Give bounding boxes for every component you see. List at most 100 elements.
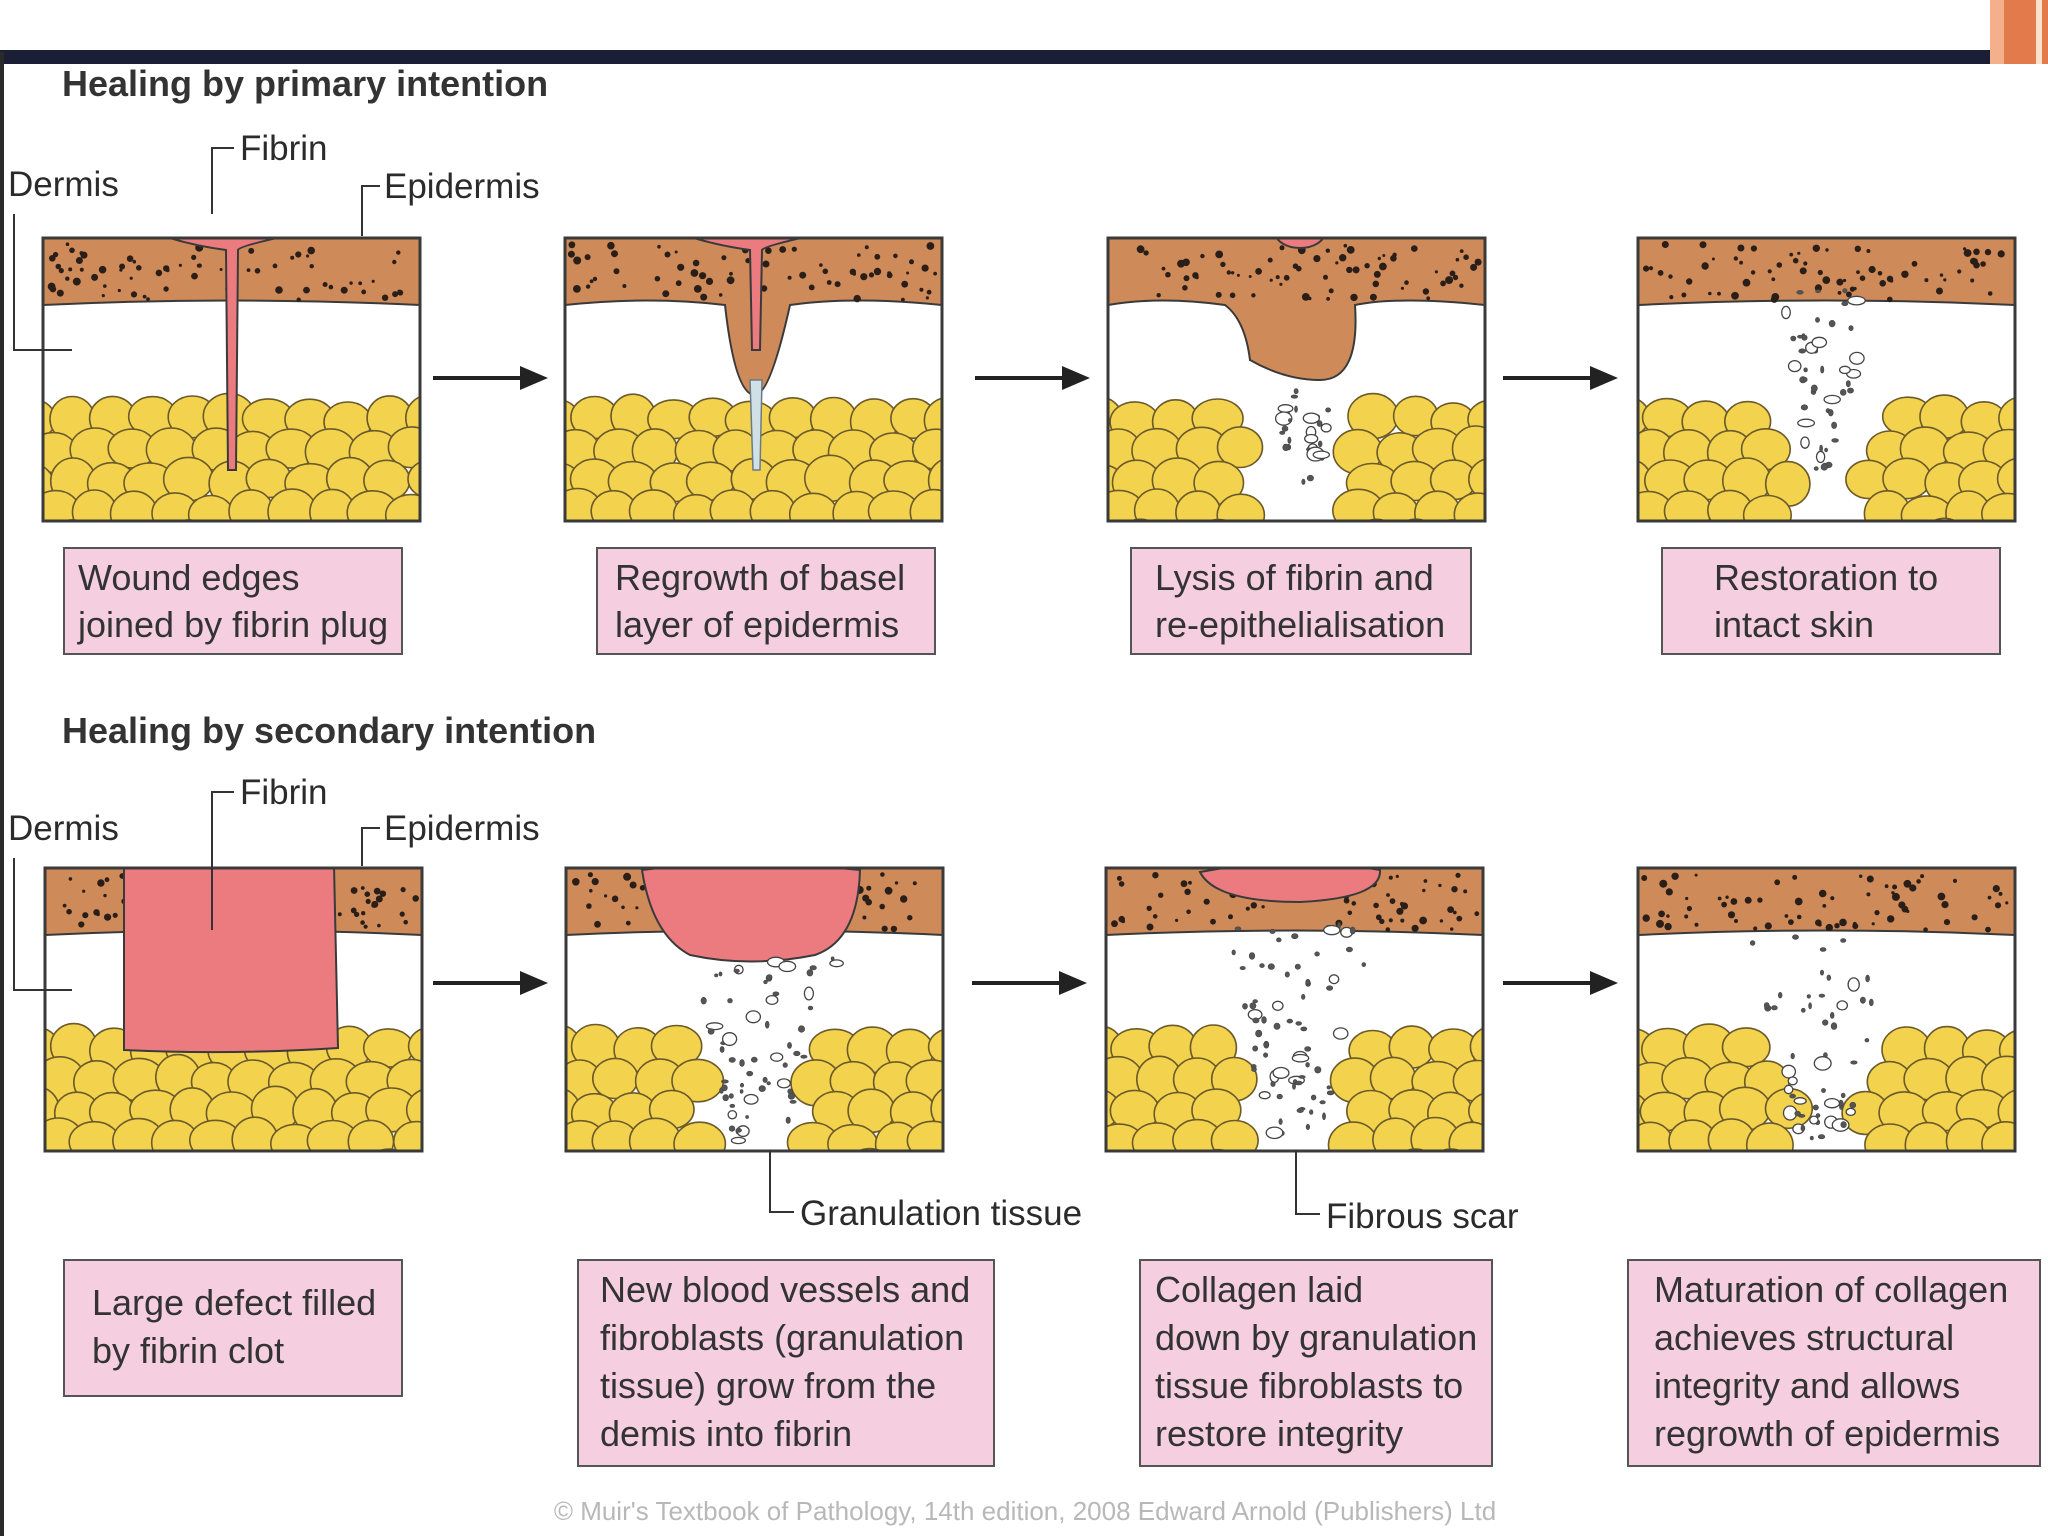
epidermis-granule: [1886, 275, 1894, 282]
cell-speck: [1797, 334, 1803, 339]
epidermis-granule: [1971, 914, 1978, 921]
fat-cell: [2020, 1055, 2048, 1101]
epidermis-granule: [1451, 886, 1458, 893]
epidermis-granule: [926, 242, 935, 250]
epidermis-granule: [1346, 266, 1353, 274]
epidermis-granule: [604, 894, 608, 898]
cell-speck: [1234, 926, 1242, 931]
fat-cell: [9, 524, 58, 569]
epidermis-granule: [822, 268, 829, 275]
epidermis-granule: [921, 264, 929, 272]
epidermis-granule: [119, 263, 126, 270]
cell-speck: [1815, 289, 1821, 294]
epidermis-granule: [1730, 898, 1738, 905]
svg-text:Large defect filled: Large defect filled: [92, 1282, 376, 1323]
fat-cell: [1106, 1150, 1108, 1151]
cell-speck: [1267, 963, 1275, 970]
cell-speck: [1304, 433, 1319, 444]
cell-speck: [772, 991, 780, 997]
cell-speck: [1291, 1053, 1310, 1063]
left-border-line: [0, 52, 4, 1536]
epidermis-granule: [55, 263, 62, 270]
fibrin-strand: [749, 379, 763, 471]
epidermis-granule: [1721, 901, 1727, 908]
cell-speck: [1850, 1060, 1858, 1065]
epidermis-granule: [1250, 902, 1258, 909]
cell-speck: [721, 1079, 729, 1084]
fat-cell: [2018, 1123, 2048, 1167]
cell-speck: [1841, 301, 1849, 307]
epidermis-granule: [1301, 293, 1310, 301]
epidermis-granule: [1750, 270, 1756, 275]
epidermis-granule: [894, 881, 899, 885]
cell-speck: [793, 1050, 801, 1057]
fat-cell: [384, 493, 420, 521]
epidermis-granule: [103, 893, 107, 898]
epidermis-granule: [1891, 891, 1895, 895]
panel-secondary-3: [1106, 868, 1483, 1151]
fat-cell: [2024, 488, 2048, 533]
epidermis-layer: [1108, 238, 1485, 382]
cell-speck: [1783, 1084, 1794, 1095]
arrow-right-icon: [1503, 366, 1618, 390]
caption-secondary-3: Collagen laid down by granulation tissue…: [1139, 1259, 1493, 1467]
epidermis-granule: [1641, 875, 1648, 881]
cell-speck: [1252, 1017, 1260, 1024]
top-dark-strip: [0, 50, 2000, 64]
fat-cell: [667, 1149, 682, 1151]
epidermis-granule: [1681, 292, 1687, 298]
cell-speck: [1803, 367, 1808, 373]
cell-speck: [707, 1028, 715, 1035]
epidermis-granule: [1734, 919, 1738, 923]
dermis-leader: [13, 858, 72, 991]
cell-speck: [1818, 993, 1826, 998]
epidermis-granule: [907, 915, 913, 921]
epidermis-granule: [392, 291, 399, 298]
cell-speck: [728, 1093, 734, 1099]
cell-speck: [1860, 996, 1866, 1004]
epidermis-granule: [1339, 254, 1347, 262]
cell-speck: [1838, 365, 1851, 375]
epidermis-granule: [371, 900, 379, 908]
epidermis-granule: [62, 903, 67, 908]
cell-speck: [1242, 1003, 1248, 1010]
epidermis-granule: [248, 247, 255, 254]
epidermis-granule: [1325, 248, 1331, 253]
epidermis-granule: [361, 289, 367, 295]
epidermis-granule: [572, 878, 580, 886]
epidermis-granule: [1898, 901, 1906, 909]
cell-speck: [1277, 404, 1294, 413]
epidermis-granule: [1711, 257, 1715, 261]
cell-speck: [1305, 1062, 1310, 1068]
cell-speck: [1823, 394, 1841, 405]
svg-text:regrowth of epidermis: regrowth of epidermis: [1654, 1413, 2000, 1454]
cell-speck: [1840, 938, 1847, 943]
epidermis-granule: [1116, 875, 1122, 881]
epidermis-granule: [635, 906, 639, 910]
fat-cell: [1370, 1150, 1378, 1151]
epidermis-granule: [1351, 901, 1357, 906]
fat-cell: [1719, 1155, 1770, 1193]
cell-speck: [739, 1082, 744, 1088]
epidermis-granule: [862, 894, 870, 902]
fat-cell: [1440, 1148, 1462, 1151]
epidermis-granule: [880, 872, 885, 877]
epidermis-granule: [1146, 905, 1152, 911]
cell-speck: [1815, 317, 1820, 323]
epidermis-granule: [1892, 884, 1898, 890]
panel-border: [563, 236, 944, 523]
epidermis-granule: [1245, 906, 1250, 911]
epidermis-granule: [295, 251, 302, 258]
epidermis-granule: [69, 247, 75, 254]
cell-speck: [728, 1057, 736, 1063]
epidermis-granule: [1283, 274, 1290, 281]
fat-cell: [1904, 1121, 1952, 1151]
epidermis-granule: [675, 280, 682, 287]
epidermis-granule: [399, 911, 405, 917]
epidermis-granules: [47, 241, 404, 302]
cell-speck: [1790, 1052, 1795, 1060]
cell-speck: [1284, 971, 1290, 978]
epidermis-granule: [1994, 902, 2002, 909]
panel-primary-4: [1638, 238, 2048, 533]
epidermis-leader: [361, 185, 380, 236]
